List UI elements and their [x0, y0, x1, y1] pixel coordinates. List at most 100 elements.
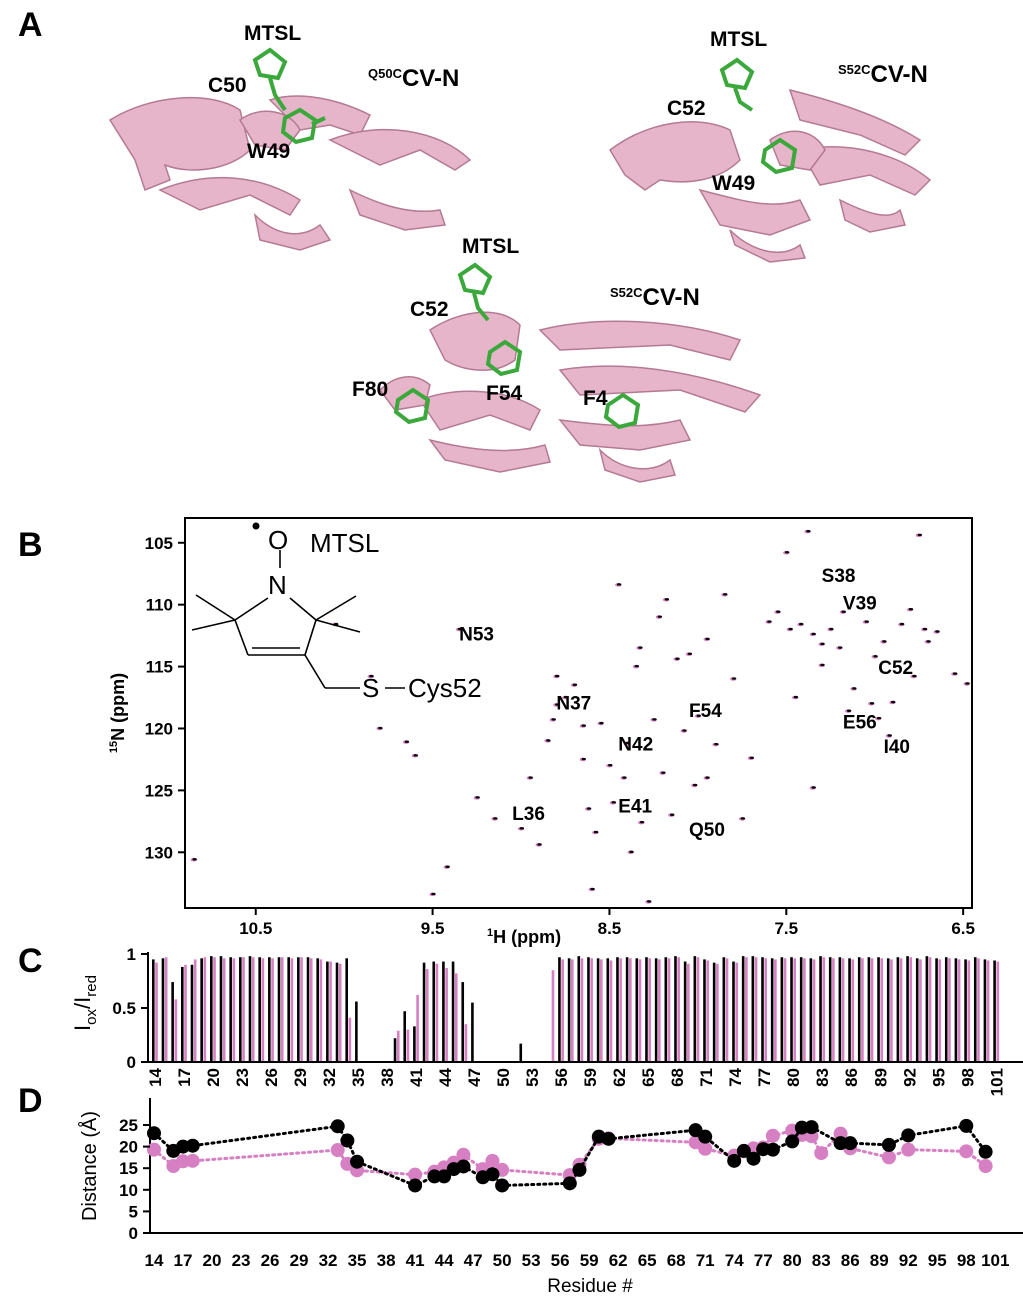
hsqc-y-tick-label: 105 — [145, 534, 173, 553]
ratio-bar-pink — [454, 973, 458, 1062]
panel-label-b: B — [18, 526, 43, 564]
ratio-bar-black — [567, 958, 571, 1062]
hsqc-peak-label: N53 — [459, 624, 494, 645]
hsqc-y-tick-label: 110 — [146, 596, 173, 615]
distance-point-black — [427, 1169, 442, 1184]
hsqc-peak-black — [788, 627, 793, 631]
d-x-tick-label: 20 — [203, 1251, 222, 1270]
ratio-bars — [152, 956, 1000, 1062]
s1-label-mtsl: MTSL — [244, 22, 301, 45]
hsqc-peak-label: E56 — [843, 712, 877, 733]
ratio-bar-pink — [648, 958, 651, 1062]
c-x-tick-label: 23 — [233, 1068, 252, 1087]
ratio-bar-black — [964, 959, 967, 1062]
ratio-bar-pink — [832, 958, 835, 1062]
c-x-tick-label: 47 — [465, 1068, 484, 1087]
hsqc-peak-black — [639, 820, 645, 824]
c-x-tick-label: 95 — [929, 1068, 948, 1087]
hsqc-peak-label: I40 — [884, 737, 910, 758]
distance-point-black — [437, 1169, 452, 1184]
ratio-bar-black — [403, 1011, 407, 1062]
ratio-bar-pink — [232, 958, 236, 1062]
hsqc-peak-black — [622, 776, 627, 779]
ratio-bar-pink — [435, 963, 439, 1062]
ratio-bar-black — [190, 964, 194, 1062]
hsqc-peak-black — [554, 703, 560, 706]
ratio-bar-pink — [996, 961, 1000, 1062]
distance-series — [147, 1118, 993, 1193]
ratio-bar-black — [219, 956, 223, 1062]
hsqc-peak-black — [829, 627, 834, 631]
hsqc-peak-black — [776, 610, 781, 613]
d-x-tick-label: 68 — [667, 1251, 686, 1270]
ratio-bar-black — [326, 961, 329, 1062]
s1-label-c50: C50 — [208, 74, 247, 97]
d-x-tick-label: 74 — [725, 1251, 744, 1270]
ratio-bar-pink — [155, 962, 158, 1062]
c-x-tick-label: 35 — [349, 1068, 368, 1087]
hsqc-x-tick-label: 6.5 — [951, 919, 975, 938]
hsqc-peak-black — [837, 646, 843, 649]
ratio-bar-pink — [880, 958, 884, 1062]
c-x-tick-label: 101 — [987, 1068, 1006, 1096]
ratio-bar-black — [297, 957, 300, 1062]
ratio-bar-black — [606, 958, 610, 1062]
ratio-bar-pink — [242, 957, 245, 1062]
ratio-bar-pink — [193, 959, 197, 1062]
distance-point-black — [959, 1118, 974, 1133]
ratio-bar-pink — [396, 1030, 400, 1062]
c-x-tick-label: 65 — [639, 1068, 658, 1087]
hsqc-x-tick-label: 9.5 — [421, 919, 445, 938]
hsqc-peak-black — [457, 627, 463, 631]
c-x-tick-label: 32 — [320, 1068, 339, 1087]
c-x-tick-label: 83 — [813, 1068, 832, 1087]
ratio-bar-black — [703, 959, 706, 1062]
ratio-bar-pink — [977, 958, 980, 1062]
hsqc-peak-black — [413, 754, 418, 757]
hsqc-peak-black — [634, 664, 639, 668]
hsqc-peak-black — [687, 652, 693, 655]
hsqc-peak-black — [922, 627, 928, 631]
hsqc-peak-black — [493, 817, 498, 820]
c-y-tick-label: 0 — [127, 1053, 136, 1072]
ratio-bar-pink — [774, 959, 777, 1062]
ratio-bar-black — [210, 956, 213, 1062]
hsqc-peak-black — [820, 642, 825, 646]
c-x-tick-label: 29 — [291, 1068, 310, 1087]
panel-label-c: C — [18, 942, 43, 980]
ratio-bar-black — [239, 957, 242, 1062]
ratio-bar-black — [277, 957, 281, 1062]
structure-2-sidechains — [719, 57, 798, 175]
c-x-tick-label: 89 — [871, 1068, 890, 1087]
ratio-bar-black — [248, 956, 252, 1062]
hsqc-peak-black — [882, 640, 887, 643]
d-x-tick-label: 23 — [232, 1251, 251, 1270]
hsqc-y-axis-label: 15N (ppm) — [108, 673, 128, 753]
ratio-bar-black — [944, 957, 948, 1062]
ratio-bar-pink — [329, 961, 332, 1062]
d-x-tick-label: 86 — [841, 1251, 860, 1270]
ratio-bar-black — [422, 962, 426, 1062]
hsqc-peak-label: S38 — [822, 566, 856, 587]
ratio-bar-black — [925, 956, 929, 1062]
ratio-bar-pink — [764, 958, 768, 1062]
ratio-bar-pink — [629, 958, 632, 1062]
hsqc-y-tick-label: 120 — [145, 719, 173, 738]
ratio-bar-pink — [716, 963, 719, 1062]
d-x-tick-label: 71 — [696, 1251, 715, 1270]
ratio-bar-black — [200, 958, 203, 1062]
ratio-bar-black — [838, 957, 842, 1062]
hsqc-peak-black — [593, 830, 599, 834]
hsqc-peak-black — [586, 807, 592, 810]
hsqc-peak-black — [652, 718, 657, 721]
hsqc-peaks — [190, 529, 970, 904]
ratio-bar-pink — [271, 958, 274, 1062]
hsqc-peak-black — [551, 718, 556, 721]
ratio-bar-pink — [783, 958, 787, 1062]
distance-point-black — [485, 1167, 500, 1182]
ratio-bar-black — [229, 957, 232, 1062]
d-x-tick-label: 101 — [981, 1251, 1009, 1270]
ratio-bar-pink — [725, 958, 729, 1062]
